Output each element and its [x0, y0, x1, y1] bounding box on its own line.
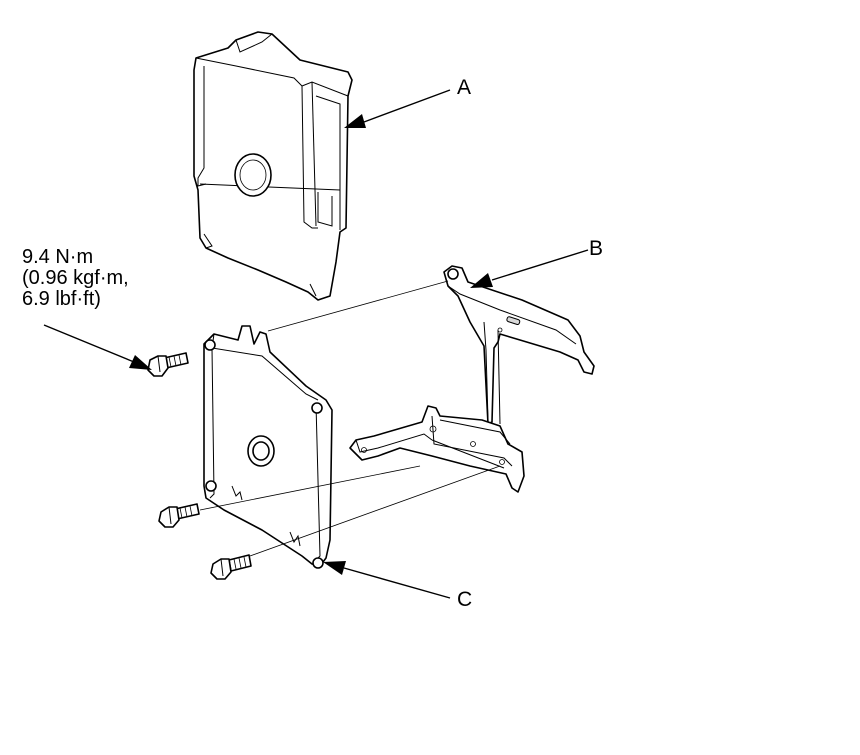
- bolt-top-left: [147, 352, 189, 377]
- torque-value-kgfm: (0.96 kgf·m,: [22, 267, 129, 289]
- leader-torque: [43, 324, 152, 370]
- cover-part-a: [193, 31, 353, 301]
- callout-c: C: [457, 588, 472, 611]
- torque-specification: 9.4 N·m (0.96 kgf·m, 6.9 lbf·ft): [22, 247, 129, 310]
- bracket-part-b: [349, 265, 595, 493]
- leader-b: [470, 249, 589, 288]
- alignment-lines: [199, 280, 501, 557]
- torque-value-nm: 9.4 N·m: [22, 246, 94, 268]
- callout-a: A: [457, 76, 471, 99]
- torque-value-lbfft: 6.9 lbf·ft): [22, 288, 101, 310]
- leader-a: [344, 89, 451, 128]
- callout-b: B: [589, 237, 603, 260]
- control-unit-part-c: [203, 325, 333, 569]
- bolt-middle: [158, 503, 200, 528]
- bolt-lower: [210, 554, 252, 580]
- leader-c: [323, 561, 451, 599]
